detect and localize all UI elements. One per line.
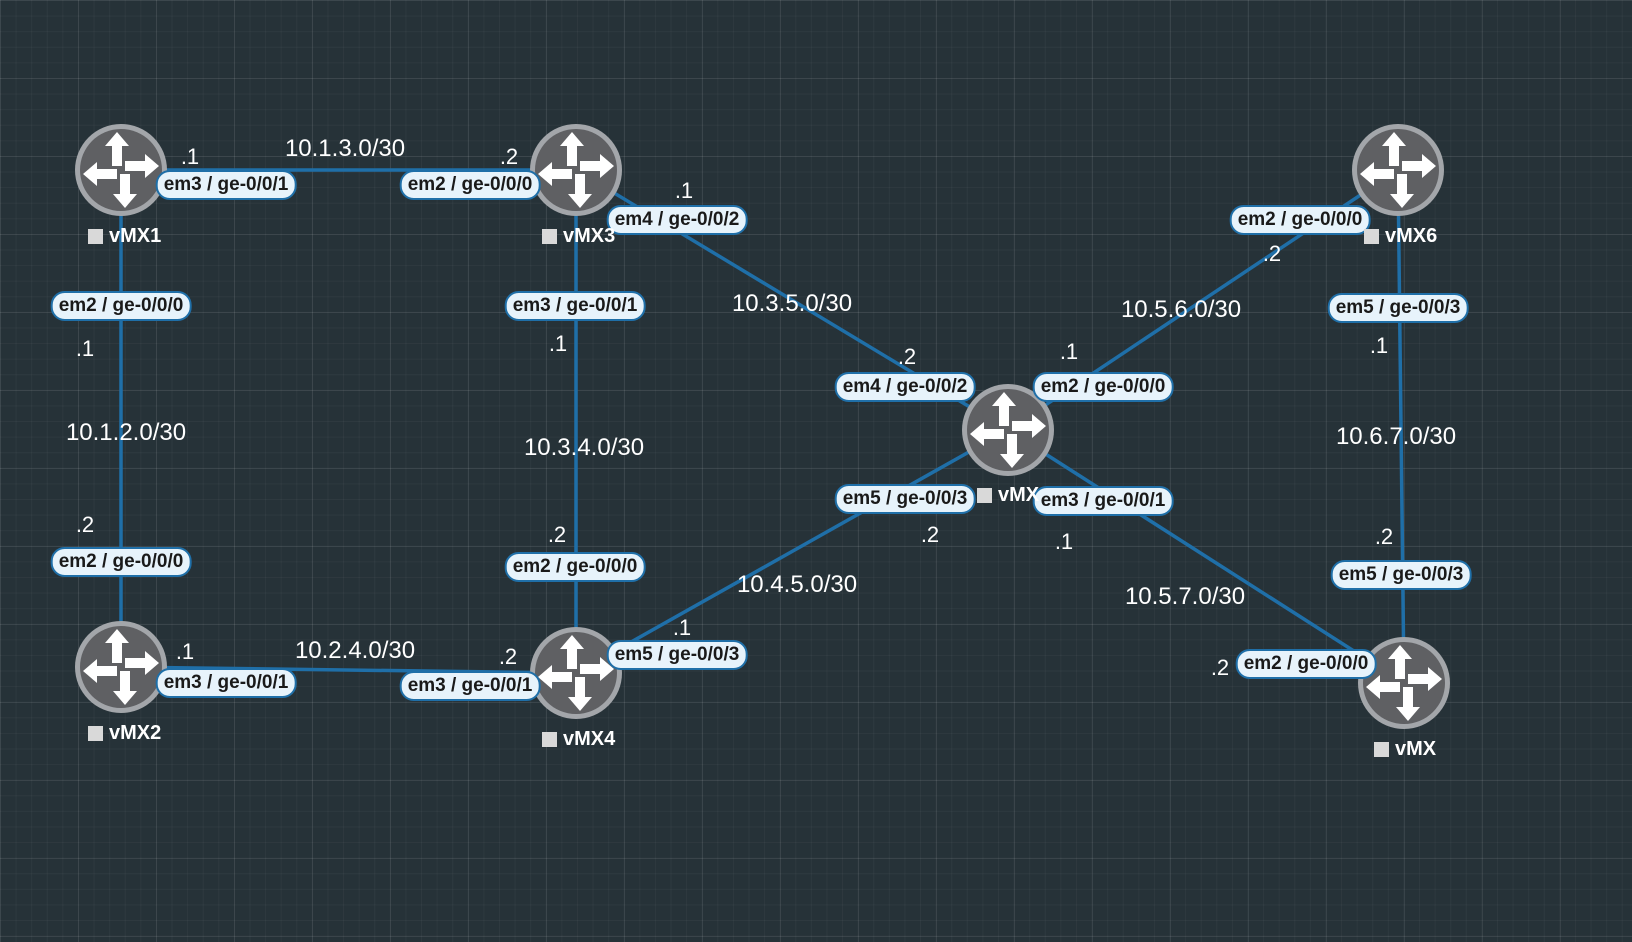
router-icon[interactable]	[962, 384, 1054, 476]
status-square-icon	[977, 488, 992, 503]
addr-vmx2-l12: .2	[75, 512, 95, 537]
node-label-vmx6: vMX6	[1385, 225, 1438, 247]
node-label-vmx2: vMX2	[109, 722, 162, 744]
node-name-vmx6[interactable]: vMX6	[1364, 225, 1437, 248]
status-square-icon	[1364, 229, 1379, 244]
status-square-icon	[88, 229, 103, 244]
subnet-l67: 10.6.7.0/30	[1335, 423, 1457, 450]
addr-vmx2-l24: .1	[175, 639, 195, 664]
addr-vmx3-l34: .1	[548, 331, 568, 356]
iface-vmx4-l24[interactable]: em3 / ge-0/0/1	[399, 671, 541, 701]
node-label-vmx5: vMX	[998, 484, 1040, 506]
addr-vmx3-l35: .1	[674, 178, 694, 203]
addr-vmx3-l13: .2	[499, 144, 519, 169]
router-icon[interactable]	[75, 124, 167, 216]
router-icon[interactable]	[1358, 637, 1450, 729]
node-label-vmx7: vMX	[1395, 738, 1437, 760]
iface-vmx6-l67[interactable]: em5 / ge-0/0/3	[1327, 293, 1469, 323]
iface-vmx5-l57[interactable]: em3 / ge-0/0/1	[1032, 486, 1174, 516]
iface-vmx1-l13[interactable]: em3 / ge-0/0/1	[155, 170, 297, 200]
subnet-l45: 10.4.5.0/30	[736, 571, 858, 598]
addr-vmx5-l35: .2	[897, 344, 917, 369]
node-name-vmx4[interactable]: vMX4	[542, 728, 615, 751]
iface-vmx2-l12[interactable]: em2 / ge-0/0/0	[50, 547, 192, 577]
node-label-vmx4: vMX4	[563, 728, 616, 750]
node-label-vmx1: vMX1	[109, 225, 162, 247]
subnet-l24: 10.2.4.0/30	[294, 637, 416, 664]
iface-vmx7-l67[interactable]: em5 / ge-0/0/3	[1330, 560, 1472, 590]
iface-vmx5-l45[interactable]: em5 / ge-0/0/3	[834, 484, 976, 514]
iface-vmx3-l13[interactable]: em2 / ge-0/0/0	[399, 170, 541, 200]
router-icon[interactable]	[530, 627, 622, 719]
addr-vmx6-l56: .2	[1262, 241, 1282, 266]
addr-vmx5-l57: .1	[1054, 529, 1074, 554]
addr-vmx6-l67: .1	[1369, 333, 1389, 358]
node-name-vmx7[interactable]: vMX	[1374, 738, 1436, 761]
node-name-vmx1[interactable]: vMX1	[88, 225, 161, 248]
addr-vmx4-l34: .2	[547, 522, 567, 547]
iface-vmx7-l57[interactable]: em2 / ge-0/0/0	[1235, 649, 1377, 679]
router-icon[interactable]	[530, 124, 622, 216]
node-name-vmx3[interactable]: vMX3	[542, 225, 615, 248]
node-name-vmx2[interactable]: vMX2	[88, 722, 161, 745]
addr-vmx5-l45: .2	[920, 522, 940, 547]
iface-vmx4-l45[interactable]: em5 / ge-0/0/3	[606, 640, 748, 670]
status-square-icon	[542, 229, 557, 244]
router-icon[interactable]	[75, 621, 167, 713]
subnet-l34: 10.3.4.0/30	[523, 434, 645, 461]
status-square-icon	[542, 732, 557, 747]
subnet-l35: 10.3.5.0/30	[731, 290, 853, 317]
node-label-vmx3: vMX3	[563, 225, 616, 247]
addr-vmx5-l56: .1	[1059, 339, 1079, 364]
iface-vmx1-l12[interactable]: em2 / ge-0/0/0	[50, 291, 192, 321]
subnet-l12: 10.1.2.0/30	[65, 419, 187, 446]
addr-vmx4-l45: .1	[672, 615, 692, 640]
status-square-icon	[1374, 742, 1389, 757]
iface-vmx3-l34[interactable]: em3 / ge-0/0/1	[504, 291, 646, 321]
subnet-l57: 10.5.7.0/30	[1124, 583, 1246, 610]
status-square-icon	[88, 726, 103, 741]
iface-vmx6-l56[interactable]: em2 / ge-0/0/0	[1229, 205, 1371, 235]
link-vmx5-vmx7[interactable]	[1007, 428, 1405, 685]
subnet-l13: 10.1.3.0/30	[284, 135, 406, 162]
addr-vmx1-l13: .1	[180, 144, 200, 169]
node-name-vmx5[interactable]: vMX	[977, 484, 1039, 507]
router-icon[interactable]	[1352, 124, 1444, 216]
addr-vmx7-l57: .2	[1210, 655, 1230, 680]
link-vmx4-vmx5[interactable]	[575, 428, 1009, 675]
nodes-layer	[75, 124, 1450, 729]
link-vmx6-vmx7[interactable]	[1396, 169, 1406, 684]
iface-vmx3-l35[interactable]: em4 / ge-0/0/2	[606, 205, 748, 235]
iface-vmx5-l35[interactable]: em4 / ge-0/0/2	[834, 372, 976, 402]
subnet-l56: 10.5.6.0/30	[1120, 296, 1242, 323]
iface-vmx2-l24[interactable]: em3 / ge-0/0/1	[155, 668, 297, 698]
iface-vmx5-l56[interactable]: em2 / ge-0/0/0	[1032, 372, 1174, 402]
addr-vmx4-l24: .2	[498, 644, 518, 669]
iface-vmx4-l34[interactable]: em2 / ge-0/0/0	[504, 552, 646, 582]
addr-vmx1-l12: .1	[75, 336, 95, 361]
addr-vmx7-l67: .2	[1374, 524, 1394, 549]
